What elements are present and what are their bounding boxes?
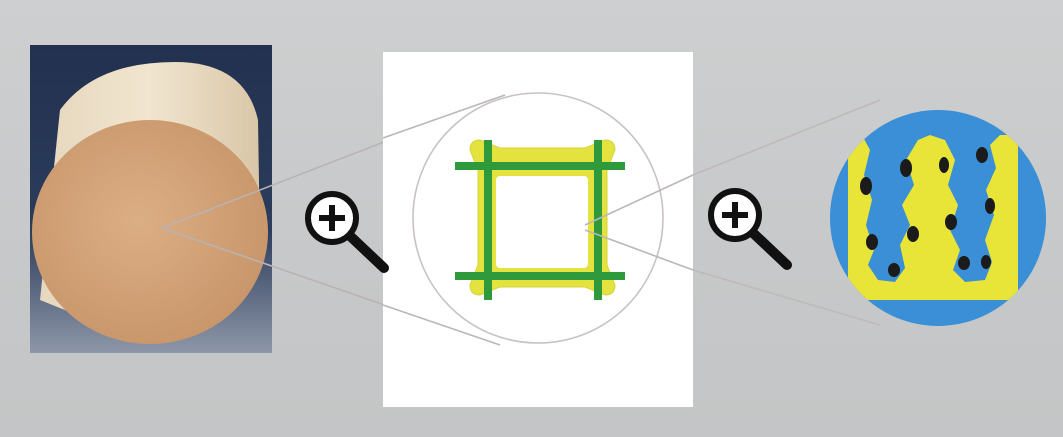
- porous-washcoat: [830, 110, 1046, 326]
- cylinder-face: [32, 120, 268, 344]
- magnifier-plus-icon: [308, 194, 384, 268]
- cell-panel: [383, 52, 693, 407]
- magnifier-plus-icon: [711, 191, 787, 265]
- honeycomb-cell: [455, 140, 625, 300]
